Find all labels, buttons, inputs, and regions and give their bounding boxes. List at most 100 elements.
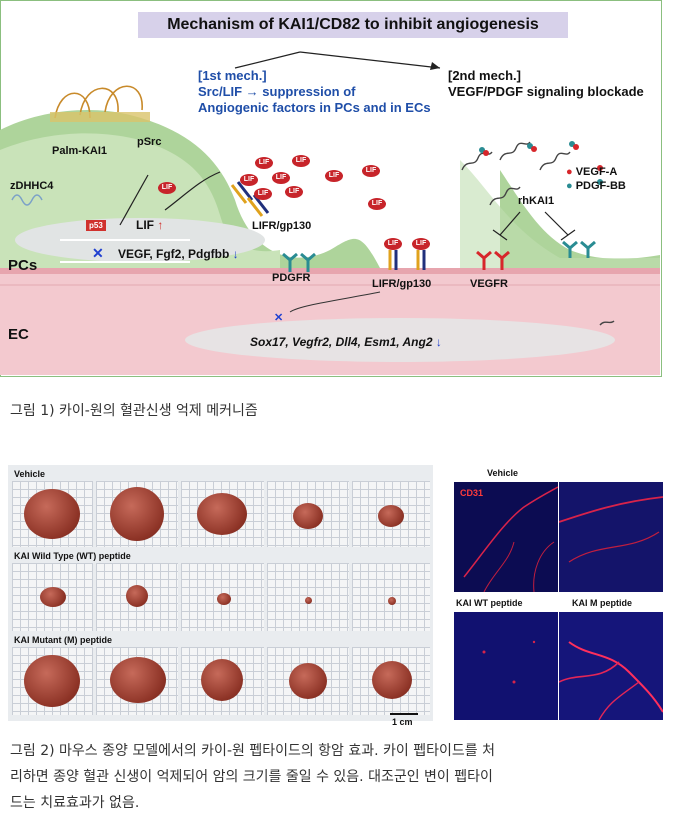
tumor-cell bbox=[96, 647, 178, 715]
tumor-cell bbox=[352, 481, 430, 547]
vessel-staining bbox=[559, 641, 663, 720]
tumor-sample bbox=[126, 585, 148, 607]
vessel-staining bbox=[559, 496, 663, 563]
figure2-caption-line1: 그림 2) 마우스 종양 모델에서의 카이-원 펩타이드의 항암 효과. 카이 … bbox=[10, 743, 495, 759]
vegfr-label: VEGFR bbox=[470, 278, 508, 290]
mechanism-1: [1st mech.] Src/LIF → suppression of Ang… bbox=[198, 68, 431, 116]
inhibition-lines bbox=[492, 211, 576, 241]
lif-token: LIF bbox=[255, 157, 273, 169]
tumor-cell bbox=[181, 481, 264, 547]
tumor-sample bbox=[40, 587, 66, 607]
lifr-gp130-lower-label: LIFR/gp130 bbox=[372, 278, 432, 290]
title-arrowhead bbox=[430, 62, 440, 70]
tumor-cell bbox=[12, 647, 93, 715]
mechanism-2-heading: [2nd mech.] bbox=[448, 68, 521, 83]
figure2-caption-line3: 드는 치료효과가 없음. bbox=[10, 795, 140, 811]
pdgfbb-label: ● PDGF-BB bbox=[566, 180, 626, 192]
figure2-caption-line2: 리하면 종양 혈관 신생이 억제되어 암의 크기를 줄일 수 있음. 대조군인 … bbox=[10, 769, 493, 785]
title-arrow-right bbox=[299, 51, 441, 69]
vessel-staining bbox=[482, 640, 536, 684]
figure2-caption: 그림 2) 마우스 종양 모델에서의 카이-원 펩타이드의 항암 효과. 카이 … bbox=[10, 738, 495, 816]
lif-token: LIF bbox=[158, 182, 176, 194]
title-arrow-left bbox=[234, 51, 301, 69]
pc-x-mark: ✕ bbox=[92, 245, 104, 261]
tumor-sample bbox=[110, 487, 164, 541]
tumor-cell bbox=[267, 647, 349, 715]
figure1-caption: 그림 1) 카이-원의 혈관신생 억제 메커니즘 bbox=[10, 403, 258, 419]
tumor-cell bbox=[352, 563, 430, 631]
tumor-sample bbox=[378, 505, 404, 527]
tumor-sample bbox=[293, 503, 323, 529]
tumor-sample bbox=[388, 597, 396, 605]
ec-label: EC bbox=[8, 326, 29, 343]
tumor-sample bbox=[197, 493, 247, 535]
tumor-sample bbox=[24, 489, 80, 539]
lif-token: LIF bbox=[325, 170, 343, 182]
tumor-cell bbox=[267, 481, 349, 547]
lif-gene-label: LIF ↑ bbox=[136, 218, 163, 232]
palm-membrane bbox=[50, 112, 150, 122]
down-arrow-icon: ↓ bbox=[435, 335, 442, 349]
if-vehicle-image-2 bbox=[559, 482, 663, 592]
pdgfr-receptors bbox=[282, 252, 316, 272]
mechanism-1-line2: Angiogenic factors in PCs and in ECs bbox=[198, 100, 431, 115]
tumor-photo-panel: Vehicle KAI Wild Type (WT) peptide KAI M… bbox=[8, 465, 433, 721]
teal-dot-icon: ● bbox=[566, 180, 573, 192]
mechanism-diagram-art: ✕ ✕ bbox=[0, 51, 660, 375]
tumor-sample bbox=[217, 593, 231, 605]
pdgfr-receptors-right bbox=[562, 240, 596, 258]
lif-token: LIF bbox=[254, 188, 272, 200]
p53-label: p53 bbox=[86, 220, 106, 231]
vegfa-text: VEGF-A bbox=[575, 166, 618, 178]
zdhhc4-shape bbox=[11, 194, 43, 206]
lif-token: LIF bbox=[362, 165, 380, 177]
mechanism-2: [2nd mech.] VEGF/PDGF signaling blockade bbox=[448, 68, 644, 100]
vegfa-label: ● VEGF-A bbox=[566, 166, 617, 178]
lifr-gp130-ec bbox=[388, 250, 426, 270]
tumor-sample bbox=[289, 663, 327, 699]
pdgfbb-text: PDGF-BB bbox=[575, 180, 626, 192]
lif-token: LIF bbox=[285, 186, 303, 198]
lifr-gp130-upper-label: LIFR/gp130 bbox=[252, 220, 312, 232]
psrc-label: pSrc bbox=[137, 136, 162, 148]
row-label-vehicle: Vehicle bbox=[14, 469, 46, 479]
pdgfr-label: PDGFR bbox=[272, 272, 311, 284]
pcs-genes-label: VEGF, Fgf2, Pdgfbb ↓ bbox=[118, 247, 239, 261]
if-m-image bbox=[559, 612, 663, 720]
tumor-sample bbox=[24, 655, 80, 707]
tumor-sample bbox=[305, 597, 312, 604]
lif-token: LIF bbox=[292, 155, 310, 167]
scale-bar bbox=[390, 713, 418, 715]
if-wt-label: KAI WT peptide bbox=[456, 598, 523, 608]
palm-kai1-label: Palm-KAI1 bbox=[52, 145, 108, 157]
pc-hill-right-inner bbox=[460, 160, 660, 268]
lif-gene-text: LIF bbox=[136, 218, 154, 232]
rhkai1-strands bbox=[461, 141, 615, 326]
tumor-cell bbox=[96, 563, 178, 631]
down-arrow-icon: ↓ bbox=[232, 247, 239, 261]
tumor-cell bbox=[267, 563, 349, 631]
tumor-cell bbox=[96, 481, 178, 547]
lif-token: LIF bbox=[384, 238, 402, 250]
lif-token: LIF bbox=[368, 198, 386, 210]
psrc-arrow bbox=[119, 174, 149, 226]
lif-secretion-arrow bbox=[164, 171, 221, 211]
scale-bar-label: 1 cm bbox=[392, 717, 413, 727]
tumor-sample bbox=[201, 659, 243, 701]
vessel-staining bbox=[463, 486, 558, 592]
mechanism-diagram: ✕ ✕ bbox=[0, 0, 662, 377]
rhkai1-label: rhKAI1 bbox=[518, 195, 555, 207]
ec-signal-arrow bbox=[289, 291, 381, 313]
ec-membrane bbox=[0, 268, 660, 274]
if-wt-image bbox=[454, 612, 558, 720]
tumor-cell bbox=[181, 647, 264, 715]
pcs-genes-text: VEGF, Fgf2, Pdgfbb bbox=[118, 247, 230, 261]
pc-hill-right bbox=[500, 170, 660, 268]
ec-x-mark: ✕ bbox=[274, 312, 283, 324]
ec-genes-label: Sox17, Vegfr2, Dll4, Esm1, Ang2 ↓ bbox=[250, 335, 442, 349]
mechanism-1-line1: Src/LIF → suppression of bbox=[198, 84, 356, 99]
if-vehicle-label: Vehicle bbox=[487, 468, 519, 478]
mechanism-2-line1: VEGF/PDGF signaling blockade bbox=[448, 84, 644, 99]
growth-factor-dots bbox=[479, 141, 603, 185]
if-vehicle-image: CD31 bbox=[454, 482, 558, 592]
